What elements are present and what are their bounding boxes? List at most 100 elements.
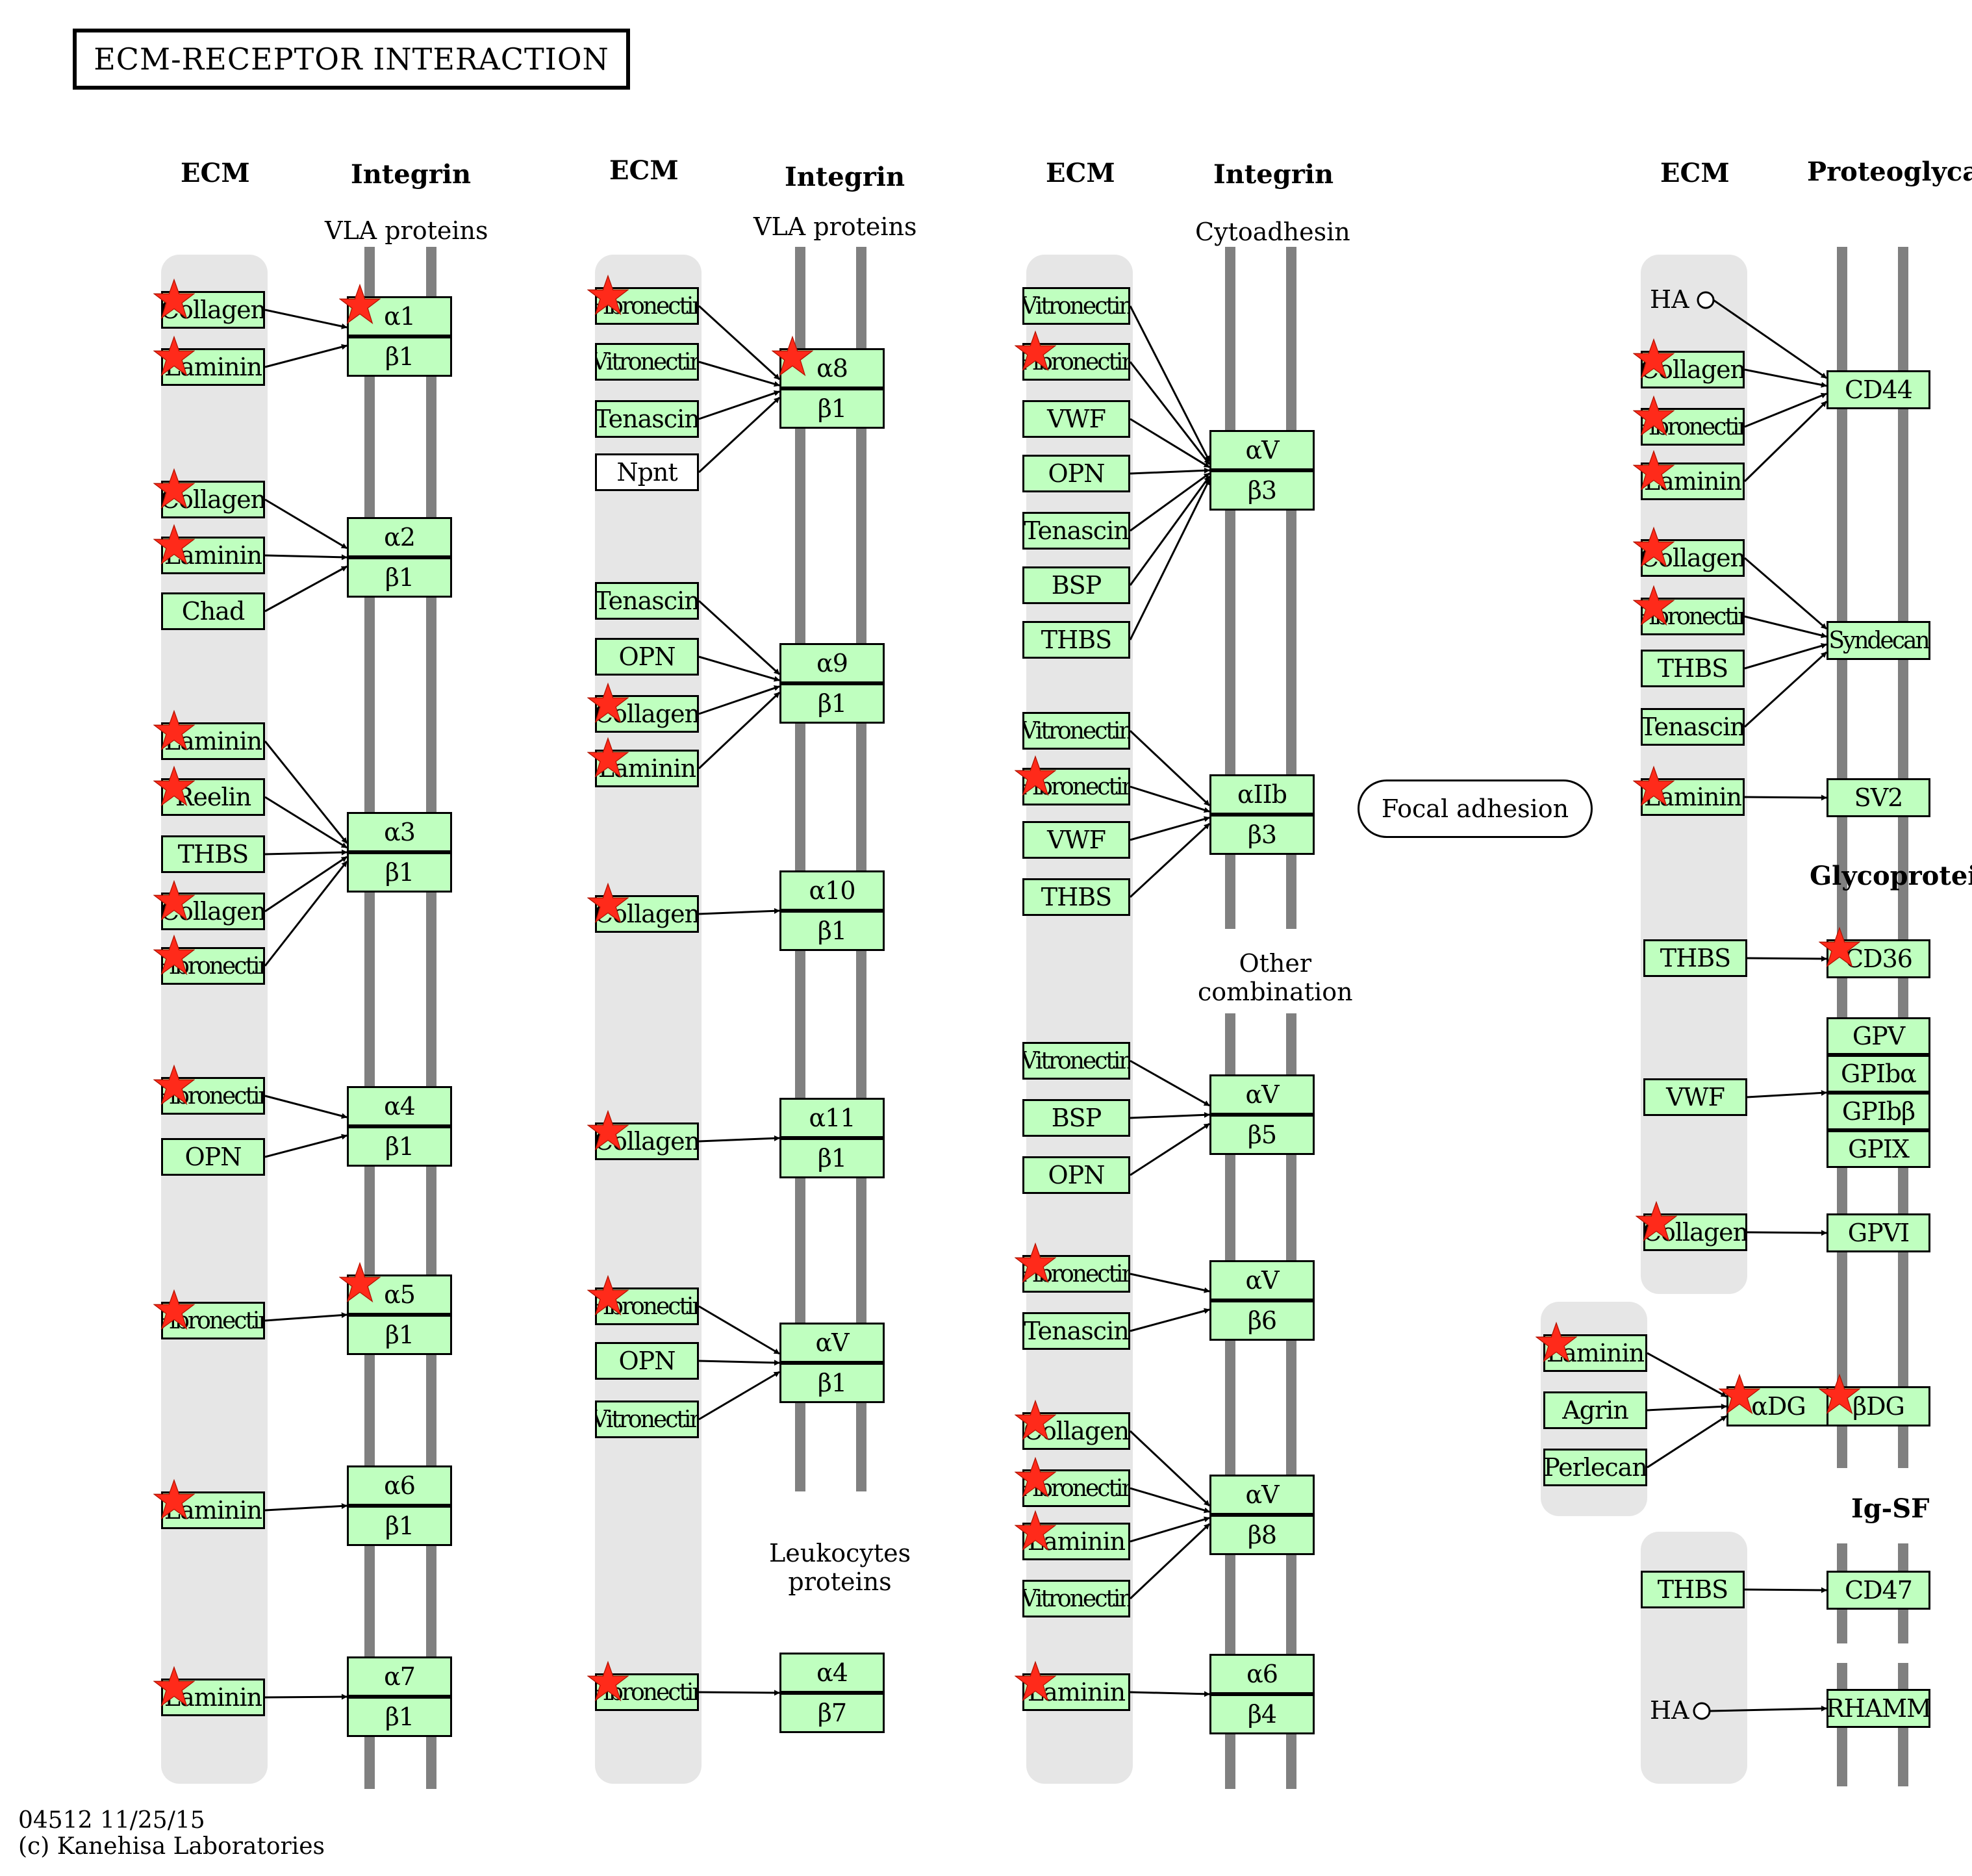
node-p3-b4[interactable]: β4 <box>1209 1694 1315 1734</box>
node-p3-thbs-1[interactable]: THBS <box>1022 621 1130 659</box>
interaction-arrow <box>264 1134 348 1158</box>
interaction-arrow <box>1129 479 1211 640</box>
node-p3-b5[interactable]: β5 <box>1209 1115 1315 1155</box>
node-p2-a9[interactable]: α9 <box>779 643 885 683</box>
node-p1-b1-7[interactable]: β1 <box>347 1697 452 1737</box>
node-p3-vwf-2[interactable]: VWF <box>1022 821 1130 859</box>
node-p4-gpix[interactable]: GPIX <box>1827 1130 1930 1168</box>
node-p1-a6[interactable]: α6 <box>347 1465 452 1506</box>
node-p2-tenascin-2[interactable]: Tenascin <box>595 582 699 620</box>
node-p2-a11[interactable]: α11 <box>779 1098 885 1138</box>
highlight-star-icon <box>1633 585 1675 626</box>
node-p3-opn-1[interactable]: OPN <box>1022 455 1130 492</box>
node-p3-vitronectin-4[interactable]: Vitronectin <box>1022 1580 1130 1617</box>
node-p1-a3[interactable]: α3 <box>347 812 452 852</box>
node-p4-gpiba[interactable]: GPIbα <box>1827 1055 1930 1093</box>
node-p3-tenascin-2[interactable]: Tenascin <box>1022 1312 1130 1350</box>
node-p4-thbs-2[interactable]: THBS <box>1643 939 1747 977</box>
node-p2-b1-2[interactable]: β1 <box>779 683 885 724</box>
node-p4-tenascin[interactable]: Tenascin <box>1641 708 1745 746</box>
node-p2-tenascin-1[interactable]: Tenascin <box>595 400 699 438</box>
node-p2-npnt[interactable]: Npnt <box>595 453 699 491</box>
highlight-star-icon <box>1719 1373 1760 1415</box>
header-ecm-1: ECM <box>181 158 250 188</box>
node-p2-vitronectin-1[interactable]: Vitronectin <box>595 343 699 381</box>
highlight-star-icon <box>1536 1321 1577 1363</box>
node-p3-b3-2[interactable]: β3 <box>1209 815 1315 855</box>
interaction-arrow <box>1744 615 1827 639</box>
node-p1-b1-2[interactable]: β1 <box>347 557 452 598</box>
node-p4-vwf[interactable]: VWF <box>1643 1078 1747 1116</box>
node-p1-a2[interactable]: α2 <box>347 517 452 557</box>
node-p1-thbs[interactable]: THBS <box>161 835 265 873</box>
node-p3-bsp-1[interactable]: BSP <box>1022 566 1130 604</box>
interaction-arrow <box>698 361 780 387</box>
membrane-bar <box>856 247 866 1491</box>
node-p4-rhamm[interactable]: RHAMM <box>1827 1689 1930 1728</box>
node-p1-a4[interactable]: α4 <box>347 1086 452 1126</box>
highlight-star-icon <box>153 524 195 565</box>
node-p1-b1-3[interactable]: β1 <box>347 852 452 893</box>
node-p3-aiib[interactable]: αIIb <box>1209 774 1315 815</box>
node-p3-b3-1[interactable]: β3 <box>1209 470 1315 511</box>
node-p3-av-1[interactable]: αV <box>1209 430 1315 470</box>
node-p1-opn[interactable]: OPN <box>161 1138 265 1176</box>
interaction-arrow <box>264 849 348 856</box>
node-p4-cd44[interactable]: CD44 <box>1827 370 1930 409</box>
node-p2-vitronectin-2[interactable]: Vitronectin <box>595 1401 699 1438</box>
interaction-arrow <box>1129 1523 1211 1600</box>
node-p3-a6[interactable]: α6 <box>1209 1654 1315 1694</box>
node-p2-a4[interactable]: α4 <box>779 1653 885 1693</box>
focal-adhesion-link[interactable]: Focal adhesion <box>1358 780 1593 838</box>
node-p4-agrin[interactable]: Agrin <box>1543 1391 1647 1429</box>
node-p4-cd36[interactable]: CD36 <box>1827 939 1930 978</box>
node-p3-vitronectin-1[interactable]: Vitronectin <box>1022 287 1130 325</box>
node-p1-a7[interactable]: α7 <box>347 1656 452 1697</box>
node-p3-thbs-2[interactable]: THBS <box>1022 878 1130 916</box>
node-p1-b1-6[interactable]: β1 <box>347 1506 452 1546</box>
node-p1-chad[interactable]: Chad <box>161 592 265 630</box>
node-p3-tenascin-1[interactable]: Tenascin <box>1022 512 1130 550</box>
node-p4-syndecan[interactable]: Syndecan <box>1827 621 1930 660</box>
node-p3-av-4[interactable]: αV <box>1209 1475 1315 1515</box>
diagram-title: ECM-RECEPTOR INTERACTION <box>73 29 630 90</box>
node-p4-ha-1[interactable]: HA <box>1650 285 1689 314</box>
interaction-arrow <box>264 309 348 329</box>
node-p3-opn-2[interactable]: OPN <box>1022 1156 1130 1194</box>
node-p3-av-2[interactable]: αV <box>1209 1074 1315 1115</box>
node-p4-perlecan[interactable]: Perlecan <box>1543 1449 1647 1486</box>
node-p4-gpv[interactable]: GPV <box>1827 1017 1930 1055</box>
node-p3-av-3[interactable]: αV <box>1209 1260 1315 1300</box>
node-p3-vwf-1[interactable]: VWF <box>1022 400 1130 438</box>
interaction-arrow <box>698 691 781 770</box>
node-p2-a10[interactable]: α10 <box>779 870 885 911</box>
node-p1-b1-5[interactable]: β1 <box>347 1315 452 1355</box>
node-p2-b1-5[interactable]: β1 <box>779 1363 885 1403</box>
node-p2-av[interactable]: αV <box>779 1323 885 1363</box>
interaction-arrow <box>1647 1403 1727 1412</box>
node-p2-b7[interactable]: β7 <box>779 1693 885 1733</box>
node-p2-b1-4[interactable]: β1 <box>779 1138 885 1178</box>
node-p2-b1-3[interactable]: β1 <box>779 911 885 951</box>
node-p4-thbs-3[interactable]: THBS <box>1641 1571 1745 1608</box>
node-p3-b8[interactable]: β8 <box>1209 1515 1315 1555</box>
interaction-arrow <box>1744 557 1827 630</box>
node-p4-gpvi[interactable]: GPVI <box>1827 1213 1930 1252</box>
node-p2-opn-2[interactable]: OPN <box>595 1342 699 1380</box>
node-p4-thbs-1[interactable]: THBS <box>1641 650 1745 687</box>
node-p3-vitronectin-3[interactable]: Vitronectin <box>1022 1042 1130 1080</box>
node-p2-opn-1[interactable]: OPN <box>595 638 699 676</box>
node-p1-b1-1[interactable]: β1 <box>347 336 452 377</box>
node-p4-cd47[interactable]: CD47 <box>1827 1571 1930 1610</box>
node-p4-gpibb[interactable]: GPIbβ <box>1827 1093 1930 1130</box>
interaction-arrow <box>1744 642 1827 670</box>
header-cytoadhesin: Cytoadhesin <box>1195 218 1350 246</box>
node-p4-sv2[interactable]: SV2 <box>1827 778 1930 817</box>
node-p3-bsp-2[interactable]: BSP <box>1022 1099 1130 1137</box>
node-p2-b1-1[interactable]: β1 <box>779 388 885 429</box>
node-p3-b6[interactable]: β6 <box>1209 1300 1315 1341</box>
ecm-lane <box>1641 1532 1747 1784</box>
node-p3-vitronectin-2[interactable]: Vitronectin <box>1022 712 1130 750</box>
node-p4-ha-2[interactable]: HA <box>1650 1696 1689 1725</box>
node-p1-b1-4[interactable]: β1 <box>347 1126 452 1167</box>
